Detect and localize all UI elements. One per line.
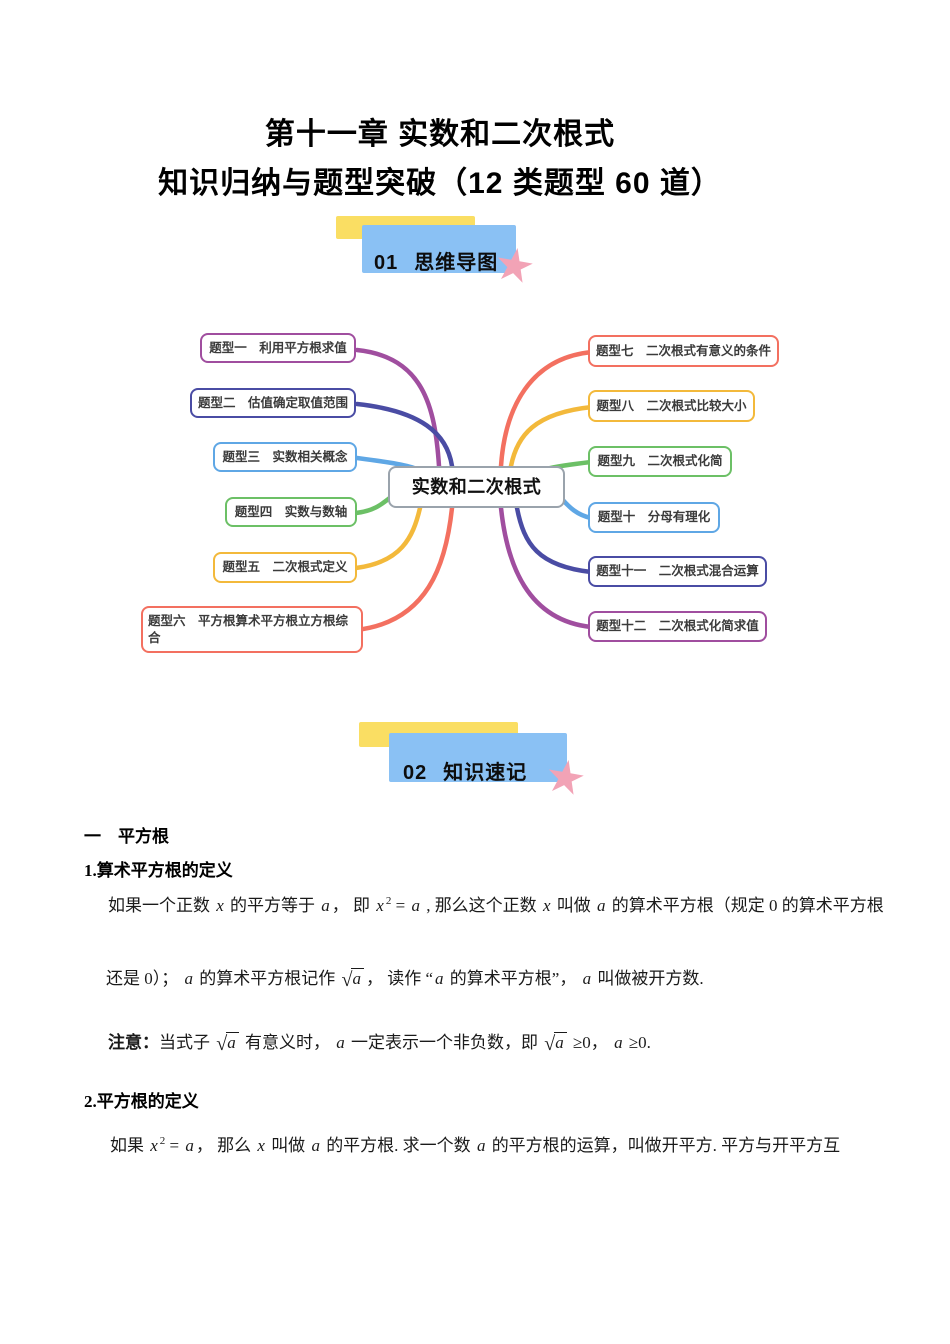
curve-right-12	[498, 505, 594, 630]
curve-left-6	[353, 505, 455, 633]
curve-left-4	[353, 494, 394, 516]
mindmap-node-type7: 题型七 二次根式有意义的条件	[588, 335, 779, 367]
heading-sqrt-definition: 2.平方根的定义	[84, 1092, 199, 1111]
heading-square-root: 一 平方根	[84, 827, 169, 846]
section-label: 思维导图	[414, 252, 499, 274]
mindmap-node-type6: 题型六 平方根算术平方根立方根综合	[141, 606, 363, 653]
mindmap-central-node: 实数和二次根式	[388, 466, 565, 508]
curve-left-2	[354, 401, 455, 469]
banner-blue-bar	[389, 733, 567, 782]
curve-right-7	[498, 349, 595, 469]
mindmap-node-type12: 题型十二 二次根式化简求值	[588, 611, 767, 642]
banner-blue-bar	[362, 225, 516, 273]
paragraph-line-2: 还是 0）； a 的算术平方根记作 √a， 读作 “a 的算术平方根”， a 叫…	[106, 968, 704, 991]
section-title-02: 02 知识速记	[403, 762, 527, 784]
curve-left-5	[353, 505, 423, 571]
section-title-01: 01 思维导图	[374, 252, 498, 274]
mindmap-node-type5: 题型五 二次根式定义	[213, 552, 357, 583]
mindmap-node-type4: 题型四 实数与数轴	[225, 497, 357, 527]
mindmap-node-type9: 题型九 二次根式化简	[588, 446, 732, 477]
mindmap-node-type2: 题型二 估值确定取值范围	[190, 388, 356, 418]
section-banner-01: 01 思维导图 ★	[336, 216, 566, 296]
section-number: 02	[403, 762, 428, 784]
curve-right-8	[508, 404, 595, 469]
section-banner-02: 02 知识速记 ★	[359, 722, 609, 807]
curve-right-10	[559, 496, 594, 521]
mindmap-node-type3: 题型三 实数相关概念	[213, 442, 357, 472]
curve-right-11	[514, 505, 594, 575]
section-label: 知识速记	[443, 762, 528, 784]
page-subtitle: 知识归纳与题型突破（12 类题型 60 道）	[158, 167, 722, 200]
heading-arith-sqrt-definition: 1.算术平方根的定义	[84, 861, 233, 880]
page-title: 第十一章 实数和二次根式	[264, 118, 616, 151]
note-line: 注意：当式子 √a 有意义时， a 一定表示一个非负数，即 √a ≥0， a ≥…	[108, 1032, 651, 1055]
curve-left-1	[354, 347, 442, 469]
mindmap-node-type8: 题型八 二次根式比较大小	[588, 390, 755, 422]
mindmap-node-type11: 题型十一 二次根式混合运算	[588, 556, 767, 587]
mindmap-node-type1: 题型一 利用平方根求值	[200, 333, 356, 363]
mindmap-node-type10: 题型十 分母有理化	[588, 502, 720, 533]
star-icon: ★	[540, 747, 591, 807]
section-number: 01	[374, 252, 399, 274]
star-icon: ★	[489, 235, 540, 295]
